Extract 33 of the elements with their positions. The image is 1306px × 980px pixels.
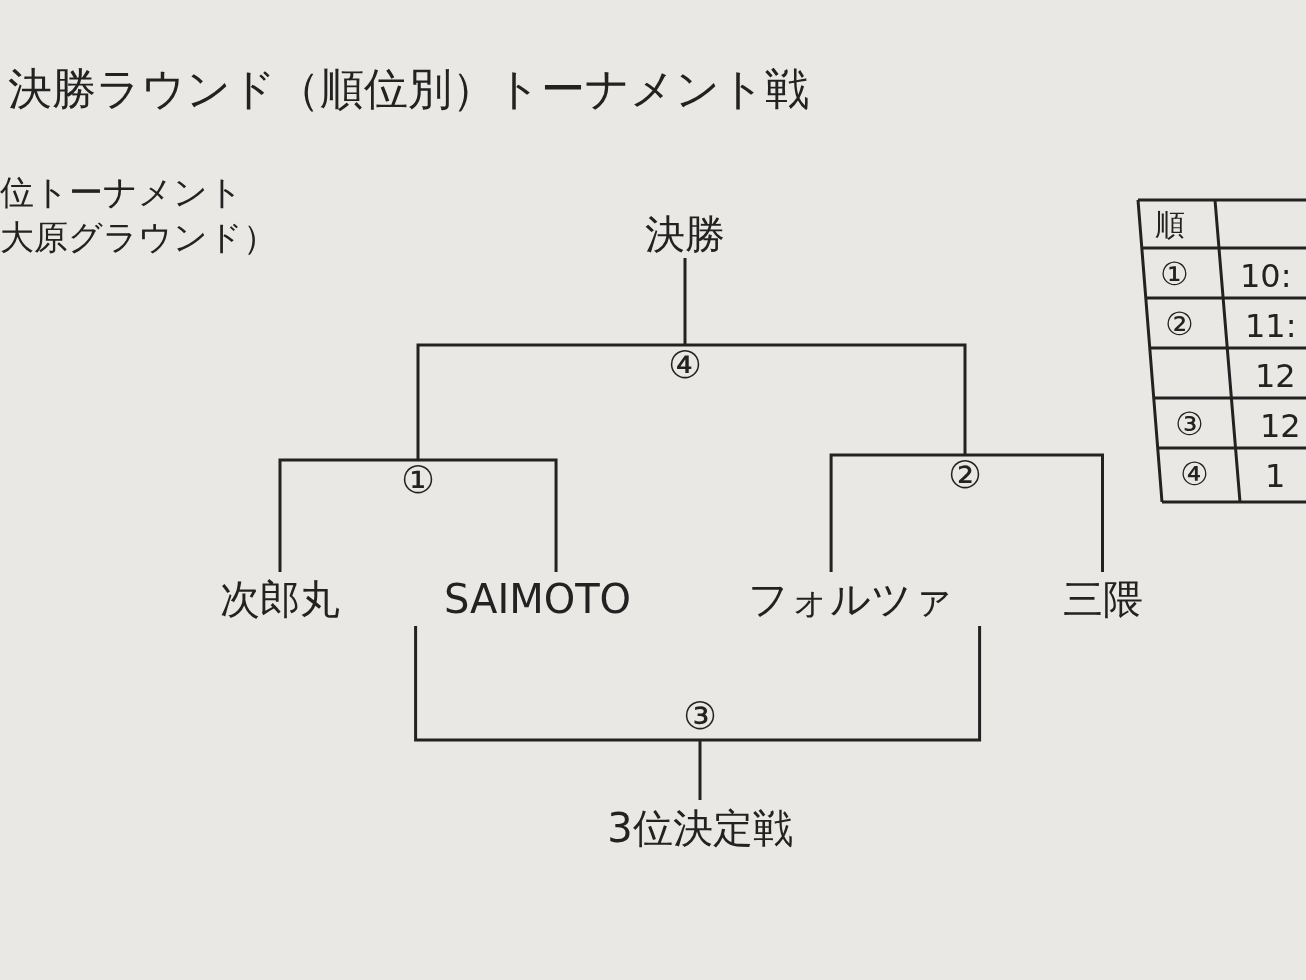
bracket-line	[829, 453, 965, 572]
match-number: ④	[1180, 455, 1209, 493]
time-text: 10:	[1240, 257, 1292, 295]
header-text: 順	[1155, 206, 1185, 244]
team-name: SAIMOTO	[405, 572, 670, 626]
bracket-line	[965, 453, 1104, 572]
time-text: 1	[1265, 457, 1286, 495]
bracket-line	[418, 458, 558, 572]
bracket-line	[416, 343, 685, 460]
bracket-line	[685, 343, 967, 455]
title: 決勝ラウンド（順位別）トーナメント戦	[8, 62, 809, 116]
round-label: 決勝	[625, 210, 745, 258]
round-label: 3位決定戦	[565, 800, 835, 856]
match-number: ③	[682, 692, 718, 740]
time-text: 11:	[1245, 307, 1297, 345]
match-number: ①	[1160, 255, 1189, 293]
bracket-line	[700, 626, 982, 742]
team-name: 三隈	[1045, 572, 1160, 626]
bracket-line	[683, 258, 687, 345]
subtitle-text: 大原グラウンド）	[0, 216, 277, 259]
bracket-line	[278, 458, 418, 572]
team-name: フォルツァ	[715, 572, 985, 626]
match-number: ②	[947, 455, 983, 495]
subtitle-text: 位トーナメント	[0, 171, 243, 214]
match-number: ④	[667, 345, 703, 385]
time-text: 12	[1260, 407, 1301, 445]
match-number: ③	[1175, 405, 1204, 443]
match-number: ①	[400, 460, 436, 500]
bracket-line	[414, 626, 700, 742]
match-number: ②	[1165, 305, 1194, 343]
bracket-line	[698, 740, 702, 800]
time-text: 12	[1255, 357, 1296, 395]
team-name: 次郎丸	[190, 572, 370, 626]
